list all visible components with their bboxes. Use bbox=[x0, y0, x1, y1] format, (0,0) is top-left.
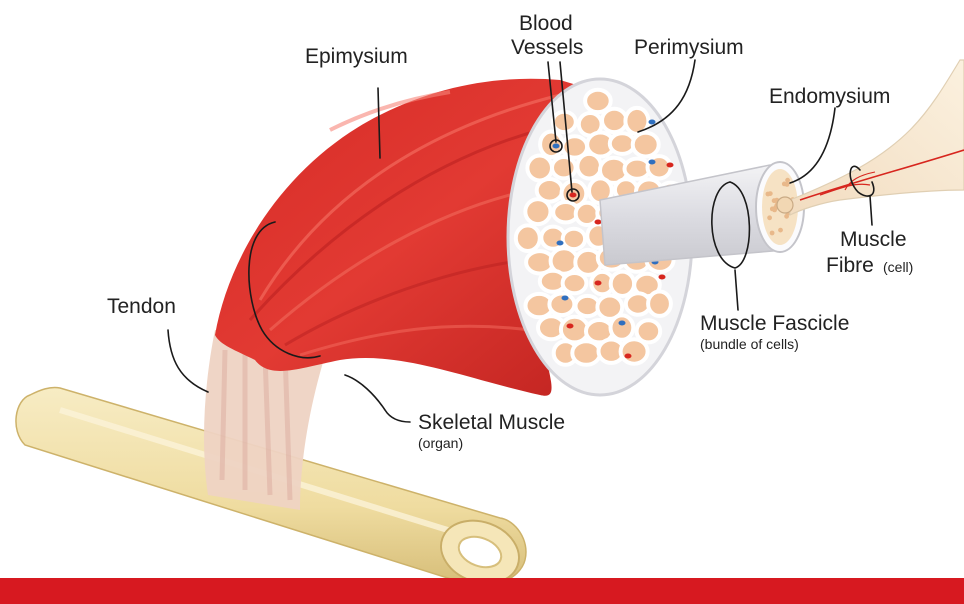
fascicle-cell bbox=[552, 157, 576, 178]
fibre-dot bbox=[766, 192, 771, 197]
fascicle-cell bbox=[527, 156, 552, 181]
label-muscle-fibre-line1: Muscle bbox=[840, 228, 907, 251]
label-endomysium: Endomysium bbox=[769, 85, 890, 108]
label-skeletal-muscle: Skeletal Muscle bbox=[418, 411, 565, 434]
blood-vessel-artery bbox=[570, 193, 577, 198]
fascicle-cell bbox=[648, 156, 671, 178]
label-blood-vessels-line2: Vessels bbox=[511, 36, 583, 59]
muscle-fibre-strand bbox=[777, 60, 964, 215]
fascicle-cell bbox=[611, 272, 634, 296]
fascicle-cell bbox=[648, 292, 671, 316]
blood-vessel-artery bbox=[567, 324, 574, 329]
fascicle-cell bbox=[563, 273, 587, 293]
fibre-dot bbox=[785, 178, 790, 183]
muscle-fibre-leader bbox=[870, 196, 872, 225]
label-muscle-fibre-line2: Fibre bbox=[826, 254, 874, 277]
fascicle-cell bbox=[611, 315, 634, 339]
fibre-dot bbox=[770, 231, 775, 236]
blood-vessel-vein bbox=[562, 296, 569, 301]
fascicle-cell bbox=[633, 133, 659, 157]
label-epimysium: Epimysium bbox=[305, 45, 408, 68]
label-tendon: Tendon bbox=[107, 295, 176, 318]
blood-vessel-artery bbox=[659, 275, 666, 280]
fascicle-cell bbox=[540, 132, 562, 158]
fascicle-cell bbox=[621, 339, 648, 363]
tendon-leader bbox=[168, 330, 208, 392]
label-blood-vessels-line1: Blood bbox=[519, 12, 573, 35]
fascicle-cell bbox=[525, 199, 550, 224]
blood-vessel-vein bbox=[553, 144, 560, 149]
fascicle-cell bbox=[549, 294, 574, 316]
label-muscle-fascicle: Muscle Fascicle bbox=[700, 312, 849, 335]
blood-vessel-artery bbox=[667, 163, 674, 168]
skeletal-muscle-bracket-right bbox=[345, 375, 410, 422]
label-skeletal-muscle-note: (organ) bbox=[418, 435, 463, 451]
endomysium-leader bbox=[790, 108, 835, 183]
fibre-dot bbox=[784, 214, 789, 219]
blood-vessel-vein bbox=[557, 241, 564, 246]
blood-vessel-vein bbox=[619, 321, 626, 326]
blood-vessel-artery bbox=[595, 220, 602, 225]
blood-vessel-vein bbox=[649, 120, 656, 125]
footer-red-bar bbox=[0, 578, 964, 604]
label-perimysium: Perimysium bbox=[634, 36, 744, 59]
label-muscle-fibre-note: (cell) bbox=[883, 259, 913, 275]
blood-vessel-artery bbox=[625, 354, 632, 359]
fibre-dot bbox=[767, 215, 772, 220]
fascicle-leader bbox=[735, 270, 738, 310]
fascicle-cell bbox=[563, 229, 585, 249]
fascicle-cell bbox=[516, 225, 540, 251]
blood-vessel-artery bbox=[595, 281, 602, 286]
fibre-dot bbox=[778, 228, 783, 233]
blood-vessel-vein bbox=[649, 160, 656, 165]
fascicle-cell bbox=[572, 341, 600, 365]
fascicle-cell bbox=[577, 154, 601, 179]
fibre-dot bbox=[785, 182, 790, 187]
fascicle-cell bbox=[602, 109, 627, 132]
label-muscle-fascicle-note: (bundle of cells) bbox=[700, 336, 799, 352]
